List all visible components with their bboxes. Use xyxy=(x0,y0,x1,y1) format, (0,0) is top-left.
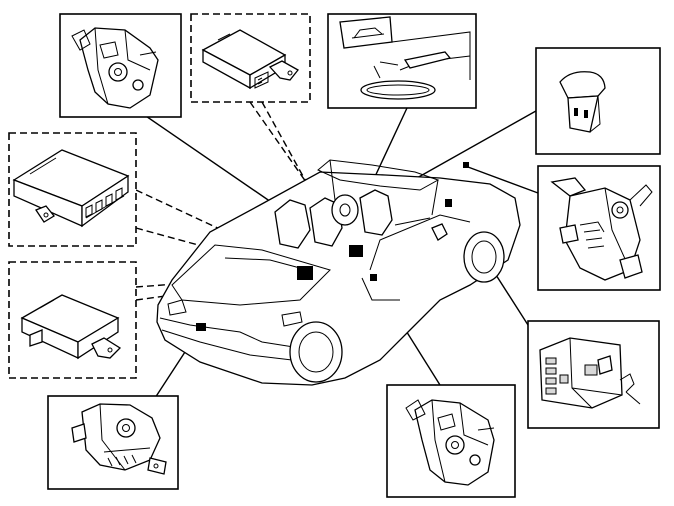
convertible-car-icon xyxy=(156,159,521,386)
car-marker-connector xyxy=(445,199,452,207)
roof-latch-icon xyxy=(550,177,653,281)
panel-lock-bottom-left xyxy=(47,395,179,490)
rear-view-mirror-icon xyxy=(339,16,471,100)
leader-switch xyxy=(407,106,544,184)
leader-module-top-center-a xyxy=(261,101,331,226)
panel-lock-top-left xyxy=(59,13,182,118)
car-marker-roof-latch xyxy=(463,162,469,168)
leader-lock-top-left xyxy=(139,111,291,216)
car-marker-door-lock xyxy=(370,274,377,281)
control-module-icon xyxy=(20,294,122,360)
leader-module-top-center-b xyxy=(249,101,356,253)
panel-latch-right xyxy=(537,165,661,291)
panel-mirror-top-right xyxy=(327,13,477,109)
leader-latch-right xyxy=(467,166,539,194)
trunk-lock-latch-icon xyxy=(71,403,167,475)
door-lock-latch-icon xyxy=(71,27,159,109)
car-marker-center-module xyxy=(349,245,363,257)
leader-mirror xyxy=(371,107,408,184)
panel-lock-bottom-right xyxy=(386,384,516,498)
panel-switch-right xyxy=(535,47,661,155)
connector-block-icon xyxy=(539,337,641,409)
control-module-icon xyxy=(201,29,299,90)
panel-module-top-center xyxy=(190,13,311,103)
panel-module-left-top xyxy=(8,132,137,247)
push-switch-icon xyxy=(559,71,606,133)
car-marker-trunk-lock xyxy=(196,323,206,331)
control-module-icon xyxy=(12,149,130,228)
panel-module-left-bottom xyxy=(8,261,137,379)
panel-connector-right xyxy=(527,320,660,429)
car-marker-modules xyxy=(297,266,313,280)
door-lock-latch-icon xyxy=(405,399,495,486)
